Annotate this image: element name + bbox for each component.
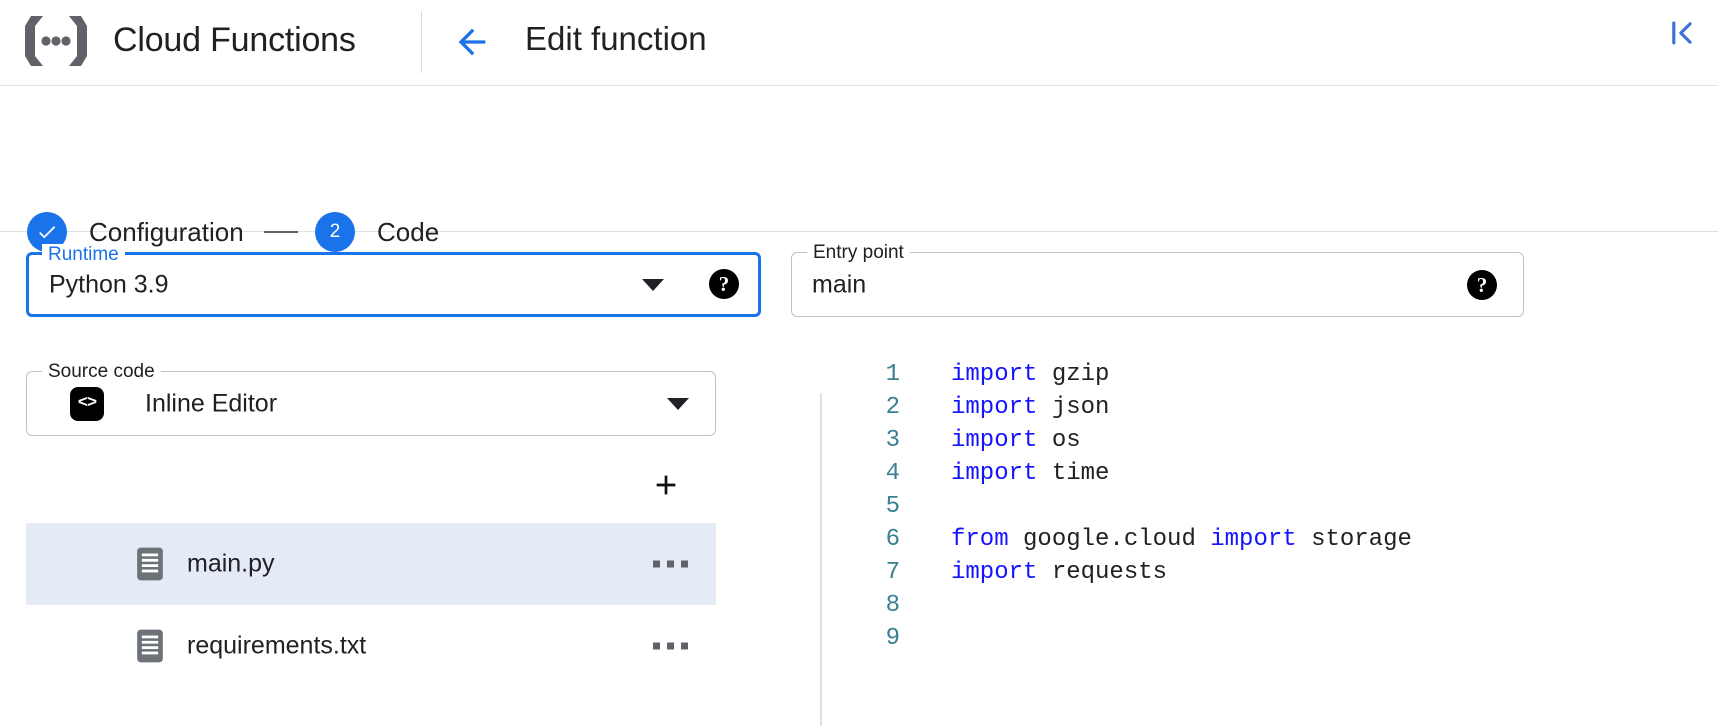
file-name: main.py <box>187 549 275 578</box>
runtime-select[interactable]: Runtime Python 3.9 <box>26 244 761 317</box>
runtime-label: Runtime <box>42 244 125 266</box>
entry-point-value: main <box>812 270 867 298</box>
code-line: 4 import time <box>836 460 1718 493</box>
code-line: 6 from google.cloud import storage <box>836 526 1718 559</box>
stepper-step-configuration[interactable]: Configuration <box>27 212 244 252</box>
code-line-text: import json <box>951 394 1109 421</box>
code-line-number: 2 <box>885 394 900 421</box>
stepper-label-configuration: Configuration <box>89 216 244 247</box>
code-keyword: import <box>951 559 1038 586</box>
entry-point-input[interactable]: Entry point main ? <box>791 242 1524 317</box>
panel-divider <box>820 393 822 726</box>
runtime-value: Python 3.9 <box>49 270 169 298</box>
code-line: 1 import gzip <box>836 361 1718 394</box>
code-line-number: 5 <box>885 493 900 520</box>
chevron-down-icon[interactable] <box>642 278 664 291</box>
file-name: requirements.txt <box>187 631 367 660</box>
add-file-icon[interactable] <box>644 463 688 507</box>
runtime-help-icon[interactable]: ? <box>709 269 739 299</box>
code-line: 3 import os <box>836 427 1718 460</box>
code-line-number: 4 <box>885 460 900 487</box>
code-line-text: import gzip <box>951 361 1109 388</box>
code-line-number: 7 <box>885 559 900 586</box>
more-options-icon[interactable] <box>651 635 690 658</box>
stepper-step-code[interactable]: 2 Code <box>315 212 439 252</box>
code-keyword: import <box>951 460 1038 487</box>
stepper-label-code: Code <box>377 216 440 247</box>
code-identifier: storage <box>1296 526 1412 553</box>
code-line-number: 8 <box>885 592 900 619</box>
code-brackets-icon: <> <box>70 386 104 421</box>
code-identifier: requests <box>1037 559 1168 586</box>
step-2-marker: 2 <box>315 212 355 252</box>
inline-code-editor[interactable]: 1 import gzip 2 import json 3 import os 4 impor… <box>836 361 1718 726</box>
app-header: Cloud Functions Edit function <box>0 0 1718 86</box>
code-identifier: gzip <box>1037 361 1110 388</box>
file-list: main.py requirements.txt <box>26 523 716 687</box>
code-identifier: time <box>1037 460 1110 487</box>
code-line: 5 <box>836 493 1718 526</box>
code-line-number: 1 <box>885 361 900 388</box>
code-line-number: 9 <box>885 625 900 652</box>
product-title: Cloud Functions <box>113 21 356 59</box>
code-line-text: import requests <box>951 559 1167 586</box>
code-line: 2 import json <box>836 394 1718 427</box>
code-line: 9 <box>836 625 1718 658</box>
code-keyword: import <box>951 394 1038 421</box>
source-code-label: Source code <box>42 361 161 383</box>
entry-point-help-icon[interactable]: ? <box>1467 270 1497 300</box>
back-arrow-icon[interactable] <box>444 14 500 70</box>
code-line-text: import time <box>951 460 1109 487</box>
source-code-select[interactable]: Source code <> Inline Editor <box>26 361 716 436</box>
file-document-icon <box>136 629 164 663</box>
code-identifier: json <box>1037 394 1110 421</box>
header-divider <box>421 11 422 73</box>
code-identifier: google.cloud <box>1008 526 1211 553</box>
stepper-connector <box>264 231 298 233</box>
page-title: Edit function <box>525 20 707 57</box>
code-keyword: import <box>1210 526 1297 553</box>
code-line-text: import os <box>951 427 1081 454</box>
code-line-text: from google.cloud import storage <box>951 526 1412 553</box>
code-keyword: import <box>951 427 1038 454</box>
code-keyword: import <box>951 361 1038 388</box>
code-line-number: 6 <box>885 526 900 553</box>
file-list-item-requirements-txt[interactable]: requirements.txt <box>26 605 716 687</box>
chevron-down-icon[interactable] <box>667 397 689 410</box>
wizard-stepper: Configuration 2 Code <box>0 86 1718 252</box>
code-line: 7 import requests <box>836 559 1718 592</box>
cloud-functions-logo-icon <box>22 10 90 72</box>
file-document-icon <box>136 547 164 581</box>
entry-point-label: Entry point <box>807 242 910 264</box>
collapse-panel-icon[interactable] <box>1662 12 1704 54</box>
code-line: 8 <box>836 592 1718 625</box>
code-step-content: Runtime Python 3.9 ? Entry point main ? … <box>0 233 1718 726</box>
code-line-number: 3 <box>885 427 900 454</box>
file-list-item-main-py[interactable]: main.py <box>26 523 716 605</box>
code-keyword: from <box>951 526 1009 553</box>
more-options-icon[interactable] <box>651 553 690 576</box>
code-identifier: os <box>1037 427 1081 454</box>
source-code-value: Inline Editor <box>145 389 278 417</box>
